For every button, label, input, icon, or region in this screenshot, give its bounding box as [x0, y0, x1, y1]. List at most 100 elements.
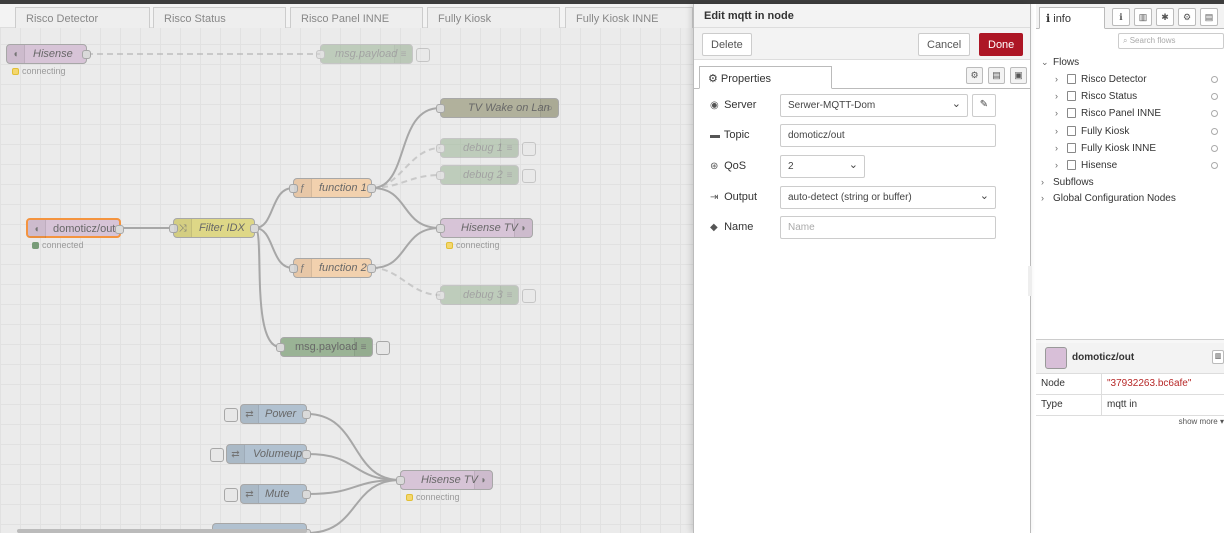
input-port[interactable]	[436, 104, 445, 113]
input-port[interactable]	[436, 291, 445, 300]
server-select[interactable]: Serwer-MQTT-Dom	[780, 94, 968, 117]
tree-flows[interactable]: ⌄ Flows	[1041, 57, 1080, 68]
tree-flow-item[interactable]: › Fully Kiosk	[1036, 123, 1224, 140]
node-debug-2[interactable]: debug 2 ≡	[436, 165, 519, 185]
debug-toggle-button[interactable]	[522, 289, 536, 303]
debug-toggle-button[interactable]	[522, 169, 536, 183]
tab-fully-kiosk[interactable]: Fully Kiosk	[427, 7, 560, 28]
gear-icon[interactable]: ⚙	[1178, 8, 1196, 26]
node-tv-wake[interactable]: TV Wake on Lan ○	[436, 98, 559, 118]
output-port[interactable]	[367, 264, 376, 273]
appearance-tab-icon[interactable]: ▣	[1010, 67, 1027, 84]
debug-toggle-button[interactable]	[376, 341, 390, 355]
tree-flow-item[interactable]: › Hisense	[1036, 157, 1224, 174]
toggle-circle-icon[interactable]	[1211, 145, 1218, 152]
tab-risco-detector[interactable]: Risco Detector	[15, 7, 150, 28]
node-hisense[interactable]: ◖ Hisense	[6, 44, 91, 64]
output-port[interactable]	[367, 184, 376, 193]
delete-button[interactable]: Delete	[702, 33, 752, 56]
search-flows-input[interactable]: ⌕ Search flows	[1118, 33, 1224, 49]
toggle-circle-icon[interactable]	[1211, 162, 1218, 169]
book-icon[interactable]: ▥	[1212, 350, 1224, 364]
mqtt-icon	[1045, 347, 1067, 369]
tab-risco-panel-inne[interactable]: Risco Panel INNE	[290, 7, 423, 28]
output-select[interactable]: auto-detect (string or buffer)	[780, 186, 996, 209]
node-power[interactable]: ⇄ Power	[240, 404, 311, 424]
show-more-link[interactable]: show more ▾	[1178, 417, 1224, 426]
flow-workspace[interactable]: Risco Detector Risco Status Risco Panel …	[0, 4, 693, 533]
input-port[interactable]	[289, 184, 298, 193]
input-port[interactable]	[436, 224, 445, 233]
debug-icon: ≡	[500, 139, 518, 157]
input-port[interactable]	[169, 224, 178, 233]
edit-server-button[interactable]: ✎	[972, 94, 996, 117]
tab-properties[interactable]: ⚙ Properties	[699, 66, 832, 89]
node-debug-1[interactable]: debug 1 ≡	[436, 138, 519, 158]
toggle-circle-icon[interactable]	[1211, 110, 1218, 117]
tree-flow-item[interactable]: › Risco Panel INNE	[1036, 105, 1224, 122]
output-port[interactable]	[302, 450, 311, 459]
settings-tab-icon[interactable]: ⚙	[966, 67, 983, 84]
horizontal-scrollbar[interactable]	[17, 529, 307, 533]
output-port[interactable]	[302, 490, 311, 499]
node-mute[interactable]: ⇄ Mute	[240, 484, 311, 504]
node-function-2[interactable]: ƒ function 2	[289, 258, 376, 278]
wire	[254, 227, 281, 348]
tab-info[interactable]: ℹ info	[1039, 7, 1105, 29]
input-port[interactable]	[396, 476, 405, 485]
tree-flow-item[interactable]: › Fully Kiosk INNE	[1036, 140, 1224, 157]
node-debug-3[interactable]: debug 3 ≡	[436, 285, 519, 305]
description-tab-icon[interactable]: ▤	[988, 67, 1005, 84]
name-input[interactable]: Name	[780, 216, 996, 239]
node-label: Hisense TV	[461, 222, 518, 234]
topic-input[interactable]: domoticz/out	[780, 124, 996, 147]
toggle-circle-icon[interactable]	[1211, 93, 1218, 100]
tree-global-config[interactable]: › Global Configuration Nodes	[1041, 193, 1176, 204]
qos-select[interactable]: 2	[780, 155, 865, 178]
tree-flow-item[interactable]: › Risco Detector	[1036, 71, 1224, 88]
inject-button[interactable]	[224, 408, 238, 422]
book-icon[interactable]: ▥	[1134, 8, 1152, 26]
tab-fully-kiosk-inne[interactable]: Fully Kiosk INNE	[565, 7, 693, 28]
cancel-button[interactable]: Cancel	[918, 33, 971, 56]
chevron-right-icon: ›	[1055, 91, 1058, 101]
bug-icon[interactable]: ✱	[1156, 8, 1174, 26]
output-port[interactable]	[250, 224, 259, 233]
node-label: Hisense TV	[421, 474, 478, 486]
database-icon[interactable]: ▤	[1200, 8, 1218, 26]
node-volumeup[interactable]: ⇄ Volumeup	[226, 444, 311, 464]
node-msg-payload[interactable]: msg.payload ≡	[316, 44, 413, 64]
node-function-1[interactable]: ƒ function 1	[289, 178, 376, 198]
inject-button[interactable]	[224, 488, 238, 502]
output-port[interactable]	[82, 50, 91, 59]
node-status: connecting	[406, 492, 460, 502]
input-port[interactable]	[289, 264, 298, 273]
toggle-circle-icon[interactable]	[1211, 128, 1218, 135]
tab-risco-status[interactable]: Risco Status	[153, 7, 286, 28]
debug-toggle-button[interactable]	[416, 48, 430, 62]
inject-button[interactable]	[210, 448, 224, 462]
node-msg-payload[interactable]: msg.payload ≡	[276, 337, 373, 357]
node-hisense-tv-2[interactable]: Hisense TV ◗	[396, 470, 493, 490]
node-label: debug 1	[463, 142, 503, 154]
done-button[interactable]: Done	[979, 33, 1024, 56]
toggle-circle-icon[interactable]	[1211, 76, 1218, 83]
output-port[interactable]	[115, 225, 124, 234]
flow-icon	[1067, 91, 1076, 101]
node-domoticz-out[interactable]: ◖ domoticz/out	[26, 218, 124, 238]
tray-resize-handle[interactable]	[1028, 266, 1032, 296]
tree-flow-item[interactable]: › Risco Status	[1036, 88, 1224, 105]
debug-toggle-button[interactable]	[522, 142, 536, 156]
input-port[interactable]	[316, 50, 325, 59]
function-icon: ƒ	[294, 179, 312, 197]
input-port[interactable]	[436, 144, 445, 153]
output-port[interactable]	[302, 410, 311, 419]
input-port[interactable]	[276, 343, 285, 352]
sidebar-splitter[interactable]	[1036, 339, 1224, 343]
tree-subflows[interactable]: › Subflows	[1041, 177, 1094, 188]
input-port[interactable]	[436, 171, 445, 180]
info-icon[interactable]: ℹ	[1112, 8, 1130, 26]
node-filter-idx[interactable]: ⤨ Filter IDX	[169, 218, 259, 238]
chevron-right-icon: ›	[1055, 74, 1058, 84]
node-hisense-tv[interactable]: Hisense TV ◗	[436, 218, 533, 238]
